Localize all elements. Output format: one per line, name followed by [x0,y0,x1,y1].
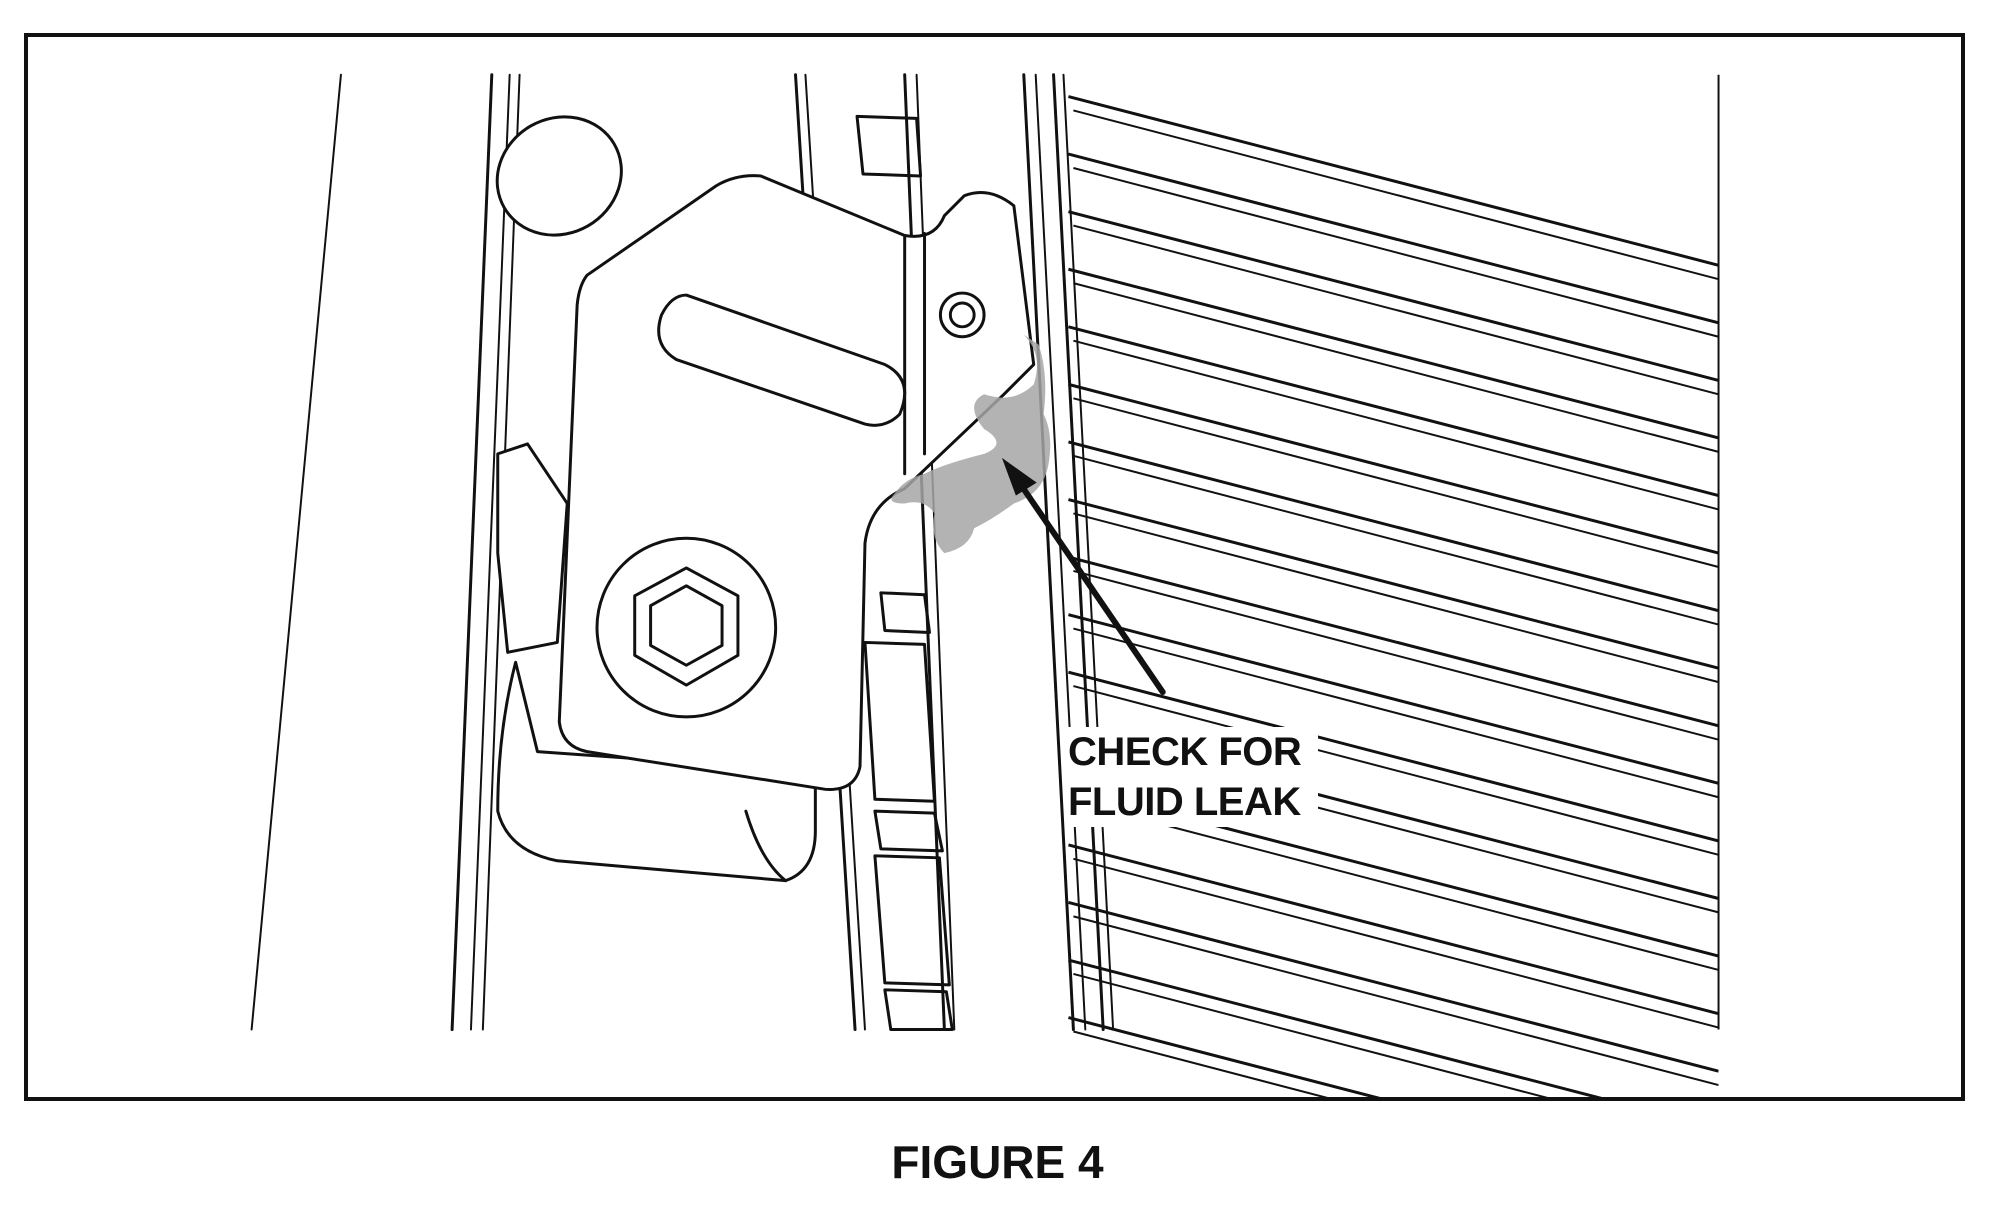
radiator-fin-line [1073,1030,1328,1097]
callout-line-2: FLUID LEAK [1068,780,1301,824]
radiator-fin-line [1073,570,1719,741]
radiator-fin-line [1068,843,1719,1016]
radiator-fin-line [1073,224,1719,396]
radiator-fin-line [1073,167,1719,338]
radiator-fin-line [1073,685,1719,856]
radiator-fin-line [1073,800,1719,971]
radiator-fin-line [1068,152,1719,325]
radiator-fins [1068,37,1961,1097]
rubber-grommet [495,115,623,237]
radiator-fin-line [1068,267,1719,440]
radiator-fin-line [1073,627,1719,799]
radiator-fin-line [1068,1016,1381,1097]
hex-bolt-head [633,566,740,687]
radiator-fin-line [1073,454,1719,626]
radiator-fin-line [1073,282,1719,453]
callout-line-1: CHECK FOR [1068,730,1302,774]
radiator-fin-line [1068,670,1719,843]
figure-caption: FIGURE 4 [891,1136,1104,1188]
radiator-fin-line [1068,498,1719,670]
radiator-fin-line [1073,915,1719,1087]
radiator-fin-line [1068,210,1719,382]
left-frame-rails [250,73,521,1031]
radiator-fin-line [1068,958,1603,1097]
line-drawing [250,37,1961,1097]
radiator-fin-line [1073,512,1719,684]
small-screw [938,291,986,339]
radiator-fin-line [1073,109,1719,281]
radiator-fin-line [1068,325,1719,497]
figure-frame: CHECK FOR FLUID LEAK [24,33,1965,1101]
lower-isolator [496,442,817,883]
radiator-fin-line [1068,440,1719,613]
leak-callout-label: CHECK FOR FLUID LEAK [1068,727,1318,827]
fluid-leak-highlight [891,334,1051,554]
radiator-fin-line [1068,613,1719,785]
radiator-side-frame [1022,73,1115,1031]
radiator-fin-line [1073,397,1719,568]
radiator-fin-line [1068,95,1719,267]
mounting-bracket [557,174,1036,791]
radiator-fin-line [1073,972,1548,1097]
radiator-fin-line [1073,339,1719,511]
radiator-fin-line [1068,555,1719,728]
radiator-fin-line [1068,901,1719,1073]
callout-arrow [1001,457,1166,696]
fin-mask [1718,37,1961,1097]
radiator-fin-line [1073,857,1719,1029]
radiator-fin-line [1068,382,1719,555]
